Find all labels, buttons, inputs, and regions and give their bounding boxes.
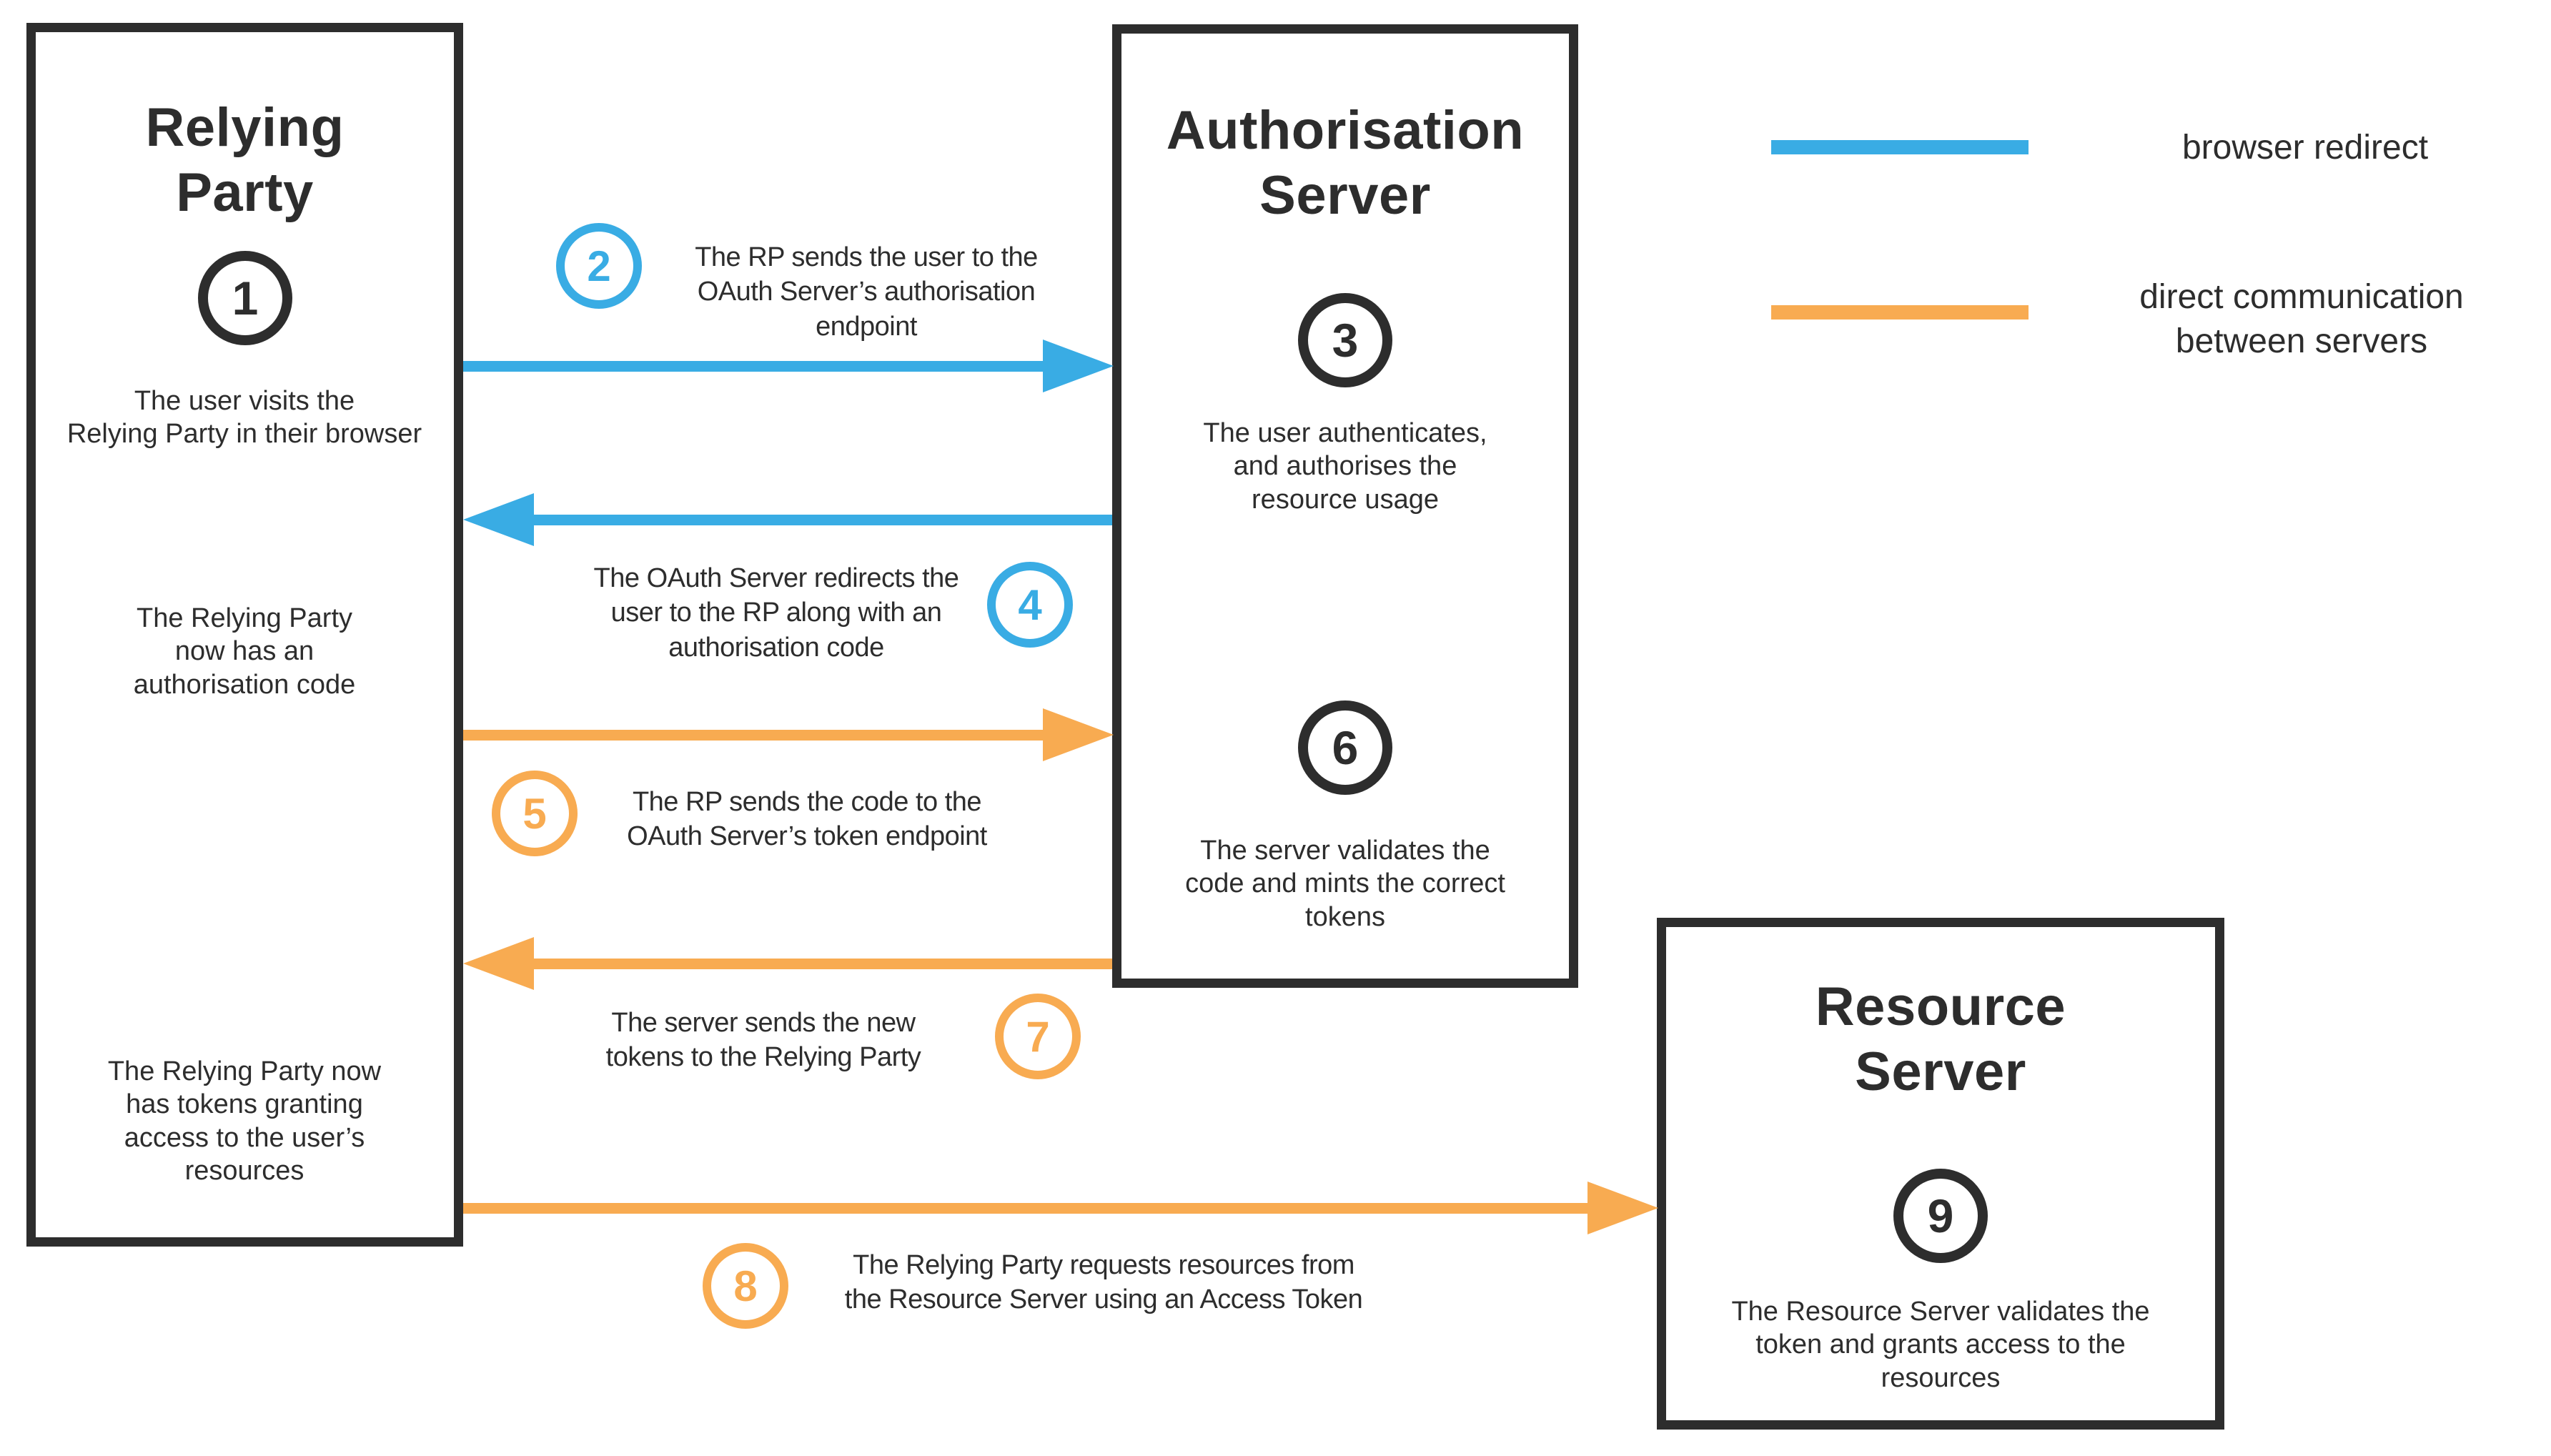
- step-2-badge: 2: [556, 223, 642, 309]
- relying-party-box: Relying Party: [26, 23, 463, 1247]
- step-4-arrow-shaft: [531, 515, 1112, 525]
- legend-direct-communication-label: direct communication between servers: [2139, 278, 2464, 361]
- step-5-arrow-shaft: [463, 730, 1044, 741]
- step-7-arrowhead-left-icon: [463, 937, 534, 990]
- authorisation-server-title: Authorisation Server: [1166, 100, 1525, 227]
- step-2-number: 2: [587, 242, 611, 290]
- legend-browser-redirect-line-icon: [1771, 140, 2029, 154]
- step-9-badge: 9: [1893, 1169, 1988, 1263]
- step-5-badge: 5: [492, 771, 578, 856]
- step-4-text: The OAuth Server redirects the user to t…: [593, 563, 959, 663]
- step-8-arrow-shaft: [463, 1203, 1589, 1214]
- step-1-text: The user visits the Relying Party in the…: [66, 386, 422, 450]
- legend-direct-communication-line-icon: [1771, 305, 2029, 320]
- step-5-arrowhead-right-icon: [1043, 708, 1114, 761]
- step-3-badge: 3: [1298, 293, 1392, 387]
- step-8-text: The Relying Party requests resources fro…: [844, 1250, 1363, 1315]
- step-6-number: 6: [1332, 721, 1359, 774]
- step-2-arrowhead-right-icon: [1043, 340, 1114, 392]
- step-1-number: 1: [232, 272, 259, 325]
- authorisation-server-box: Authorisation Server: [1112, 24, 1578, 988]
- resource-server-title: Resource Server: [1815, 976, 2066, 1103]
- relying-party-tokens-note: The Relying Party now has tokens grantin…: [107, 1056, 382, 1187]
- step-2-arrow-shaft: [463, 361, 1044, 372]
- step-5-number: 5: [522, 789, 547, 838]
- step-8-arrowhead-right-icon: [1587, 1182, 1658, 1234]
- step-7-number: 7: [1026, 1012, 1050, 1061]
- relying-party-title: Relying Party: [145, 97, 345, 224]
- step-4-badge: 4: [987, 562, 1073, 648]
- step-8-number: 8: [733, 1262, 758, 1310]
- legend-browser-redirect-label: browser redirect: [2181, 129, 2429, 167]
- step-2-text: The RP sends the user to the OAuth Serve…: [695, 242, 1038, 342]
- step-3-number: 3: [1332, 314, 1359, 367]
- relying-party-auth-code-note: The Relying Party now has an authorisati…: [133, 603, 356, 700]
- step-4-arrowhead-left-icon: [463, 493, 534, 546]
- step-7-text: The server sends the new tokens to the R…: [605, 1008, 921, 1073]
- step-3-text: The user authenticates, and authorises t…: [1203, 418, 1487, 515]
- step-6-badge: 6: [1298, 700, 1392, 795]
- step-8-badge: 8: [703, 1243, 788, 1329]
- step-9-text: The Resource Server validates the token …: [1731, 1297, 2150, 1393]
- step-5-text: The RP sends the code to the OAuth Serve…: [627, 787, 987, 852]
- step-4-number: 4: [1018, 580, 1042, 629]
- step-7-arrow-shaft: [531, 959, 1112, 969]
- step-1-badge: 1: [198, 251, 292, 345]
- step-9-number: 9: [1927, 1189, 1954, 1242]
- step-7-badge: 7: [995, 994, 1081, 1079]
- step-6-text: The server validates the code and mints …: [1185, 836, 1505, 932]
